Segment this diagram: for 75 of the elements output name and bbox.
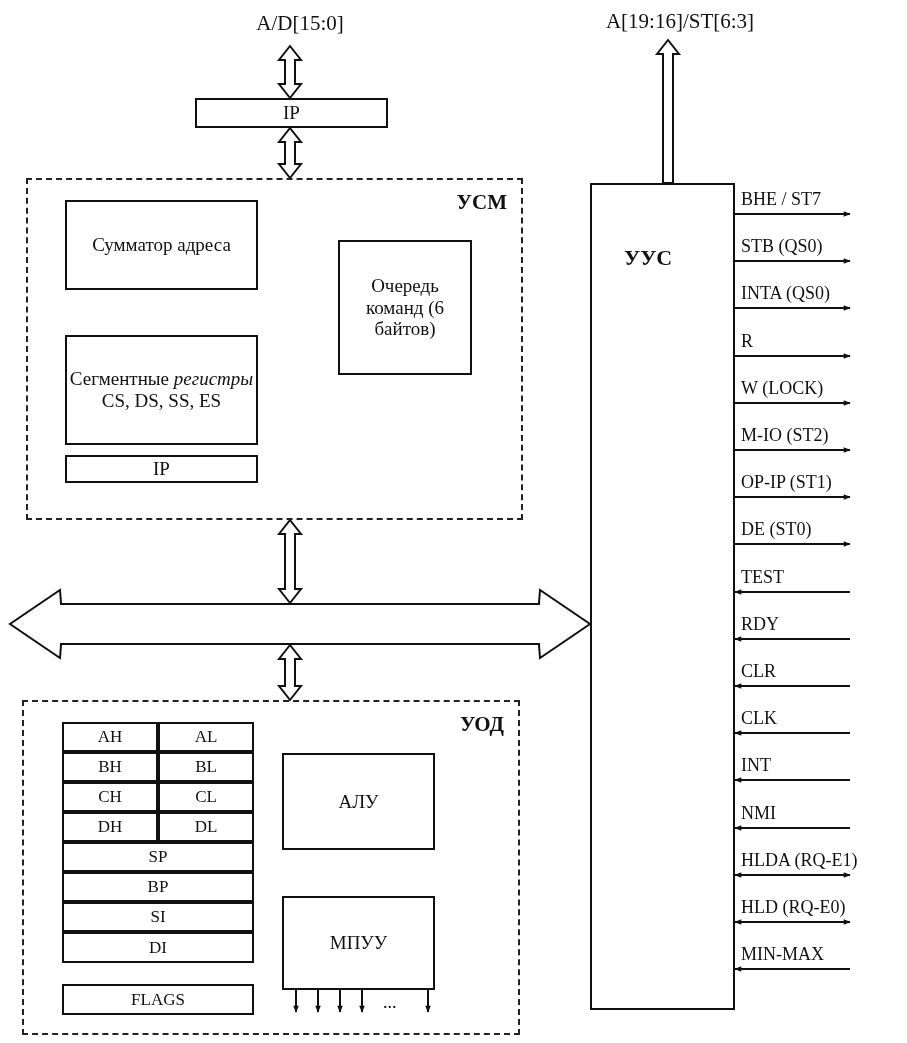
register-box: FLAGS xyxy=(62,984,254,1015)
output-arrow xyxy=(359,989,365,1013)
signal-label: RDY xyxy=(741,614,779,635)
signal-arrow xyxy=(734,683,851,689)
unit-frame xyxy=(22,700,520,1035)
signal-label: HLD (RQ-E0) xyxy=(741,897,846,918)
unit-title: УСМ xyxy=(456,190,507,215)
signal-arrow xyxy=(734,825,851,831)
signal-arrow xyxy=(734,541,851,547)
signal-arrow xyxy=(734,636,851,642)
signal-arrow xyxy=(734,966,851,972)
signal-arrow xyxy=(734,305,851,311)
block-box: МПУУ xyxy=(282,896,435,990)
signal-label: TEST xyxy=(741,567,784,588)
signal-label: NMI xyxy=(741,803,776,824)
bus-name: A[19:16]/ST[6:3] xyxy=(590,6,770,36)
signal-arrow xyxy=(734,494,851,500)
signal-arrow xyxy=(734,777,851,783)
register-cell: AH xyxy=(62,722,158,752)
control-unit-box xyxy=(590,183,735,1010)
double-arrow xyxy=(276,643,304,702)
signal-label: INT xyxy=(741,755,771,776)
signal-label: OP-IP (ST1) xyxy=(741,472,832,493)
signal-label: CLK xyxy=(741,708,777,729)
bus-name: A/D[15:0] xyxy=(240,8,360,38)
signal-arrow xyxy=(734,211,851,217)
output-arrow xyxy=(425,989,431,1013)
block-box: АЛУ xyxy=(282,753,435,850)
register-cell: CL xyxy=(158,782,254,812)
signal-label: MIN-MAX xyxy=(741,944,824,965)
register-cell: DI xyxy=(62,932,254,963)
unit-title: УУС xyxy=(624,245,673,271)
ellipsis-text: ... xyxy=(383,992,397,1013)
bus-arrowhead xyxy=(8,588,62,660)
register-cell: AL xyxy=(158,722,254,752)
register-cell: BL xyxy=(158,752,254,782)
register-cell: SP xyxy=(62,842,254,872)
signal-label: STB (QS0) xyxy=(741,236,823,257)
register-cell: BP xyxy=(62,872,254,902)
block-box: Очередь команд (6 байтов) xyxy=(338,240,472,375)
output-arrow xyxy=(337,989,343,1013)
signal-arrow xyxy=(734,400,851,406)
signal-arrow xyxy=(734,353,851,359)
double-arrow xyxy=(276,518,304,605)
output-arrow xyxy=(315,989,321,1013)
bus-arrowhead xyxy=(538,588,592,660)
register-box: IP xyxy=(65,455,258,483)
signal-label: M-IO (ST2) xyxy=(741,425,829,446)
signal-label: BHE / ST7 xyxy=(741,189,821,210)
signal-label: CLR xyxy=(741,661,776,682)
signal-label: R xyxy=(741,331,753,352)
output-arrow xyxy=(293,989,299,1013)
block-box: Сумматор адреса xyxy=(65,200,258,290)
bus-arrow xyxy=(654,38,682,184)
register-cell: SI xyxy=(62,902,254,932)
signal-arrow xyxy=(734,258,851,264)
register-cell: CH xyxy=(62,782,158,812)
block-box: Сегментные регистры CS, DS, SS, ES xyxy=(65,335,258,445)
double-arrow xyxy=(276,44,304,100)
double-arrow xyxy=(276,126,304,180)
unit-title: УОД xyxy=(459,712,504,737)
signal-label: HLDA (RQ-E1) xyxy=(741,850,858,871)
signal-arrow xyxy=(734,589,851,595)
signal-arrow xyxy=(734,447,851,453)
register-cell: DL xyxy=(158,812,254,842)
signal-arrow xyxy=(734,872,851,878)
signal-label: W (LOCK) xyxy=(741,378,824,399)
register-cell: DH xyxy=(62,812,158,842)
signal-arrow xyxy=(734,730,851,736)
signal-arrow xyxy=(734,919,851,925)
unit-frame xyxy=(26,178,523,520)
signal-label: DE (ST0) xyxy=(741,519,812,540)
register-box: IP xyxy=(195,98,388,128)
register-cell: BH xyxy=(62,752,158,782)
signal-label: INTA (QS0) xyxy=(741,283,831,304)
